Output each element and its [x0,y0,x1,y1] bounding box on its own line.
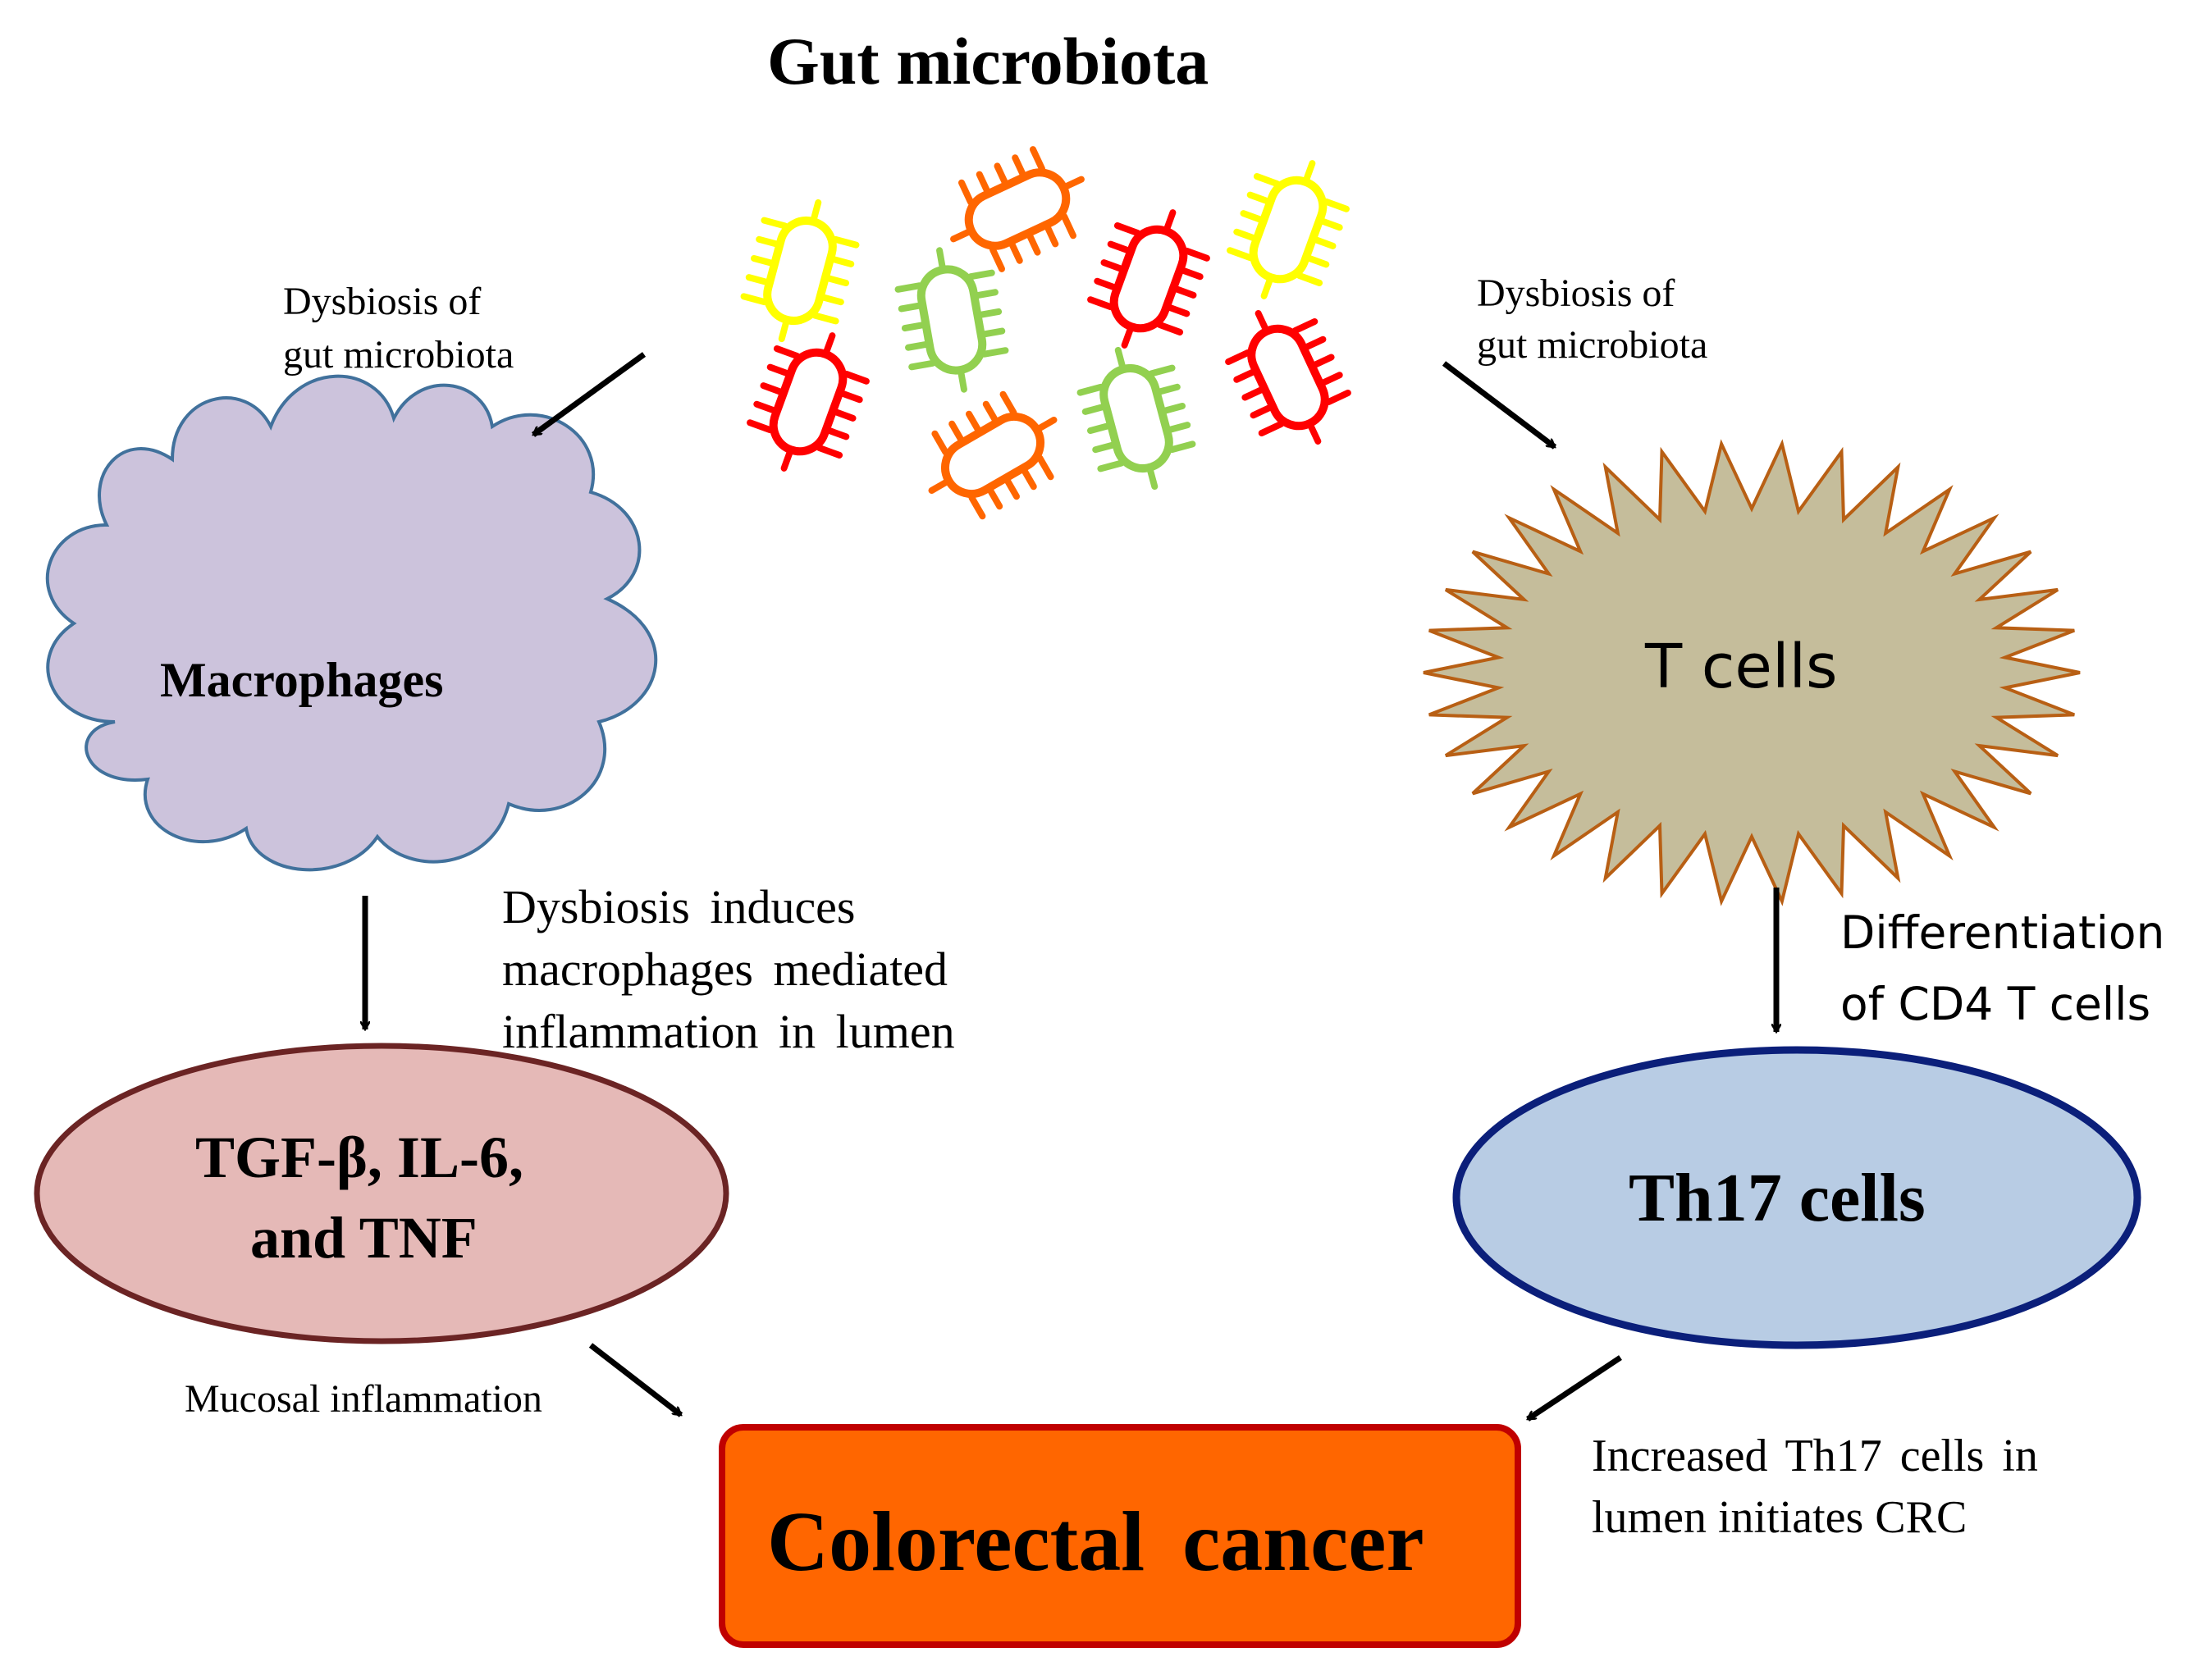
th17-crc-line1: Increased Th17 cells in [1592,1431,2038,1481]
th17-ellipse [1452,1046,2141,1349]
macrophage-mediated-line3: inflammation in lumen [502,1005,955,1058]
dysbiosis-right-line1: Dysbiosis of [1477,272,1675,315]
macrophages-label: Macrophages [160,653,444,707]
dysbiosis-left-line2: gut microbiota [283,333,514,377]
arrow-cytokines-to-crc [588,1343,683,1417]
crc-label: Colorectal cancer [767,1495,1424,1589]
diagram-title: Gut microbiota [767,24,1209,98]
dysbiosis-left-line1: Dysbiosis of [283,280,482,323]
differentiation-line2: of CD4 T cells [1840,978,2151,1030]
bacterium-icon [747,332,870,472]
bacterium-icon [894,247,1009,393]
cytokines-label-line1: TGF-β, IL-6, [195,1125,523,1190]
macrophages-cloud-shape [45,374,658,872]
arrow-microbiota-to-tcells [1442,361,1557,450]
macrophage-mediated-line2: macrophages mediated [502,942,948,996]
arrow-microbiota-to-macrophages [531,352,647,437]
t-cells-label: T cells [1645,632,1838,702]
bacterium-icon [1227,160,1350,299]
mucosal-inflammation-label: Mucosal inflammation [185,1377,542,1421]
bacterium-icon [1225,310,1351,445]
crc-box [719,1424,1521,1648]
bacterium-icon [740,199,860,343]
th17-crc-line2: lumen initiates CRC [1592,1492,1967,1543]
arrow-th17-to-crc [1528,1355,1622,1422]
th17-label: Th17 cells [1629,1160,1926,1236]
dysbiosis-right-line2: gut microbiota [1477,323,1708,367]
cytokines-ellipse [34,1043,729,1344]
macrophages-cloud [45,374,658,872]
bacteria-cluster [740,146,1351,520]
cytokines-label-line2: and TNF [250,1205,478,1271]
bacterium-icon [950,146,1085,272]
bacterium-icon [928,390,1058,520]
bacterium-icon [1076,346,1196,491]
bacterium-icon [1087,209,1210,349]
macrophage-mediated-line1: Dysbiosis induces [502,880,856,933]
differentiation-line1: Differentiation [1840,906,2165,959]
t-cells-starburst [1423,439,2081,906]
